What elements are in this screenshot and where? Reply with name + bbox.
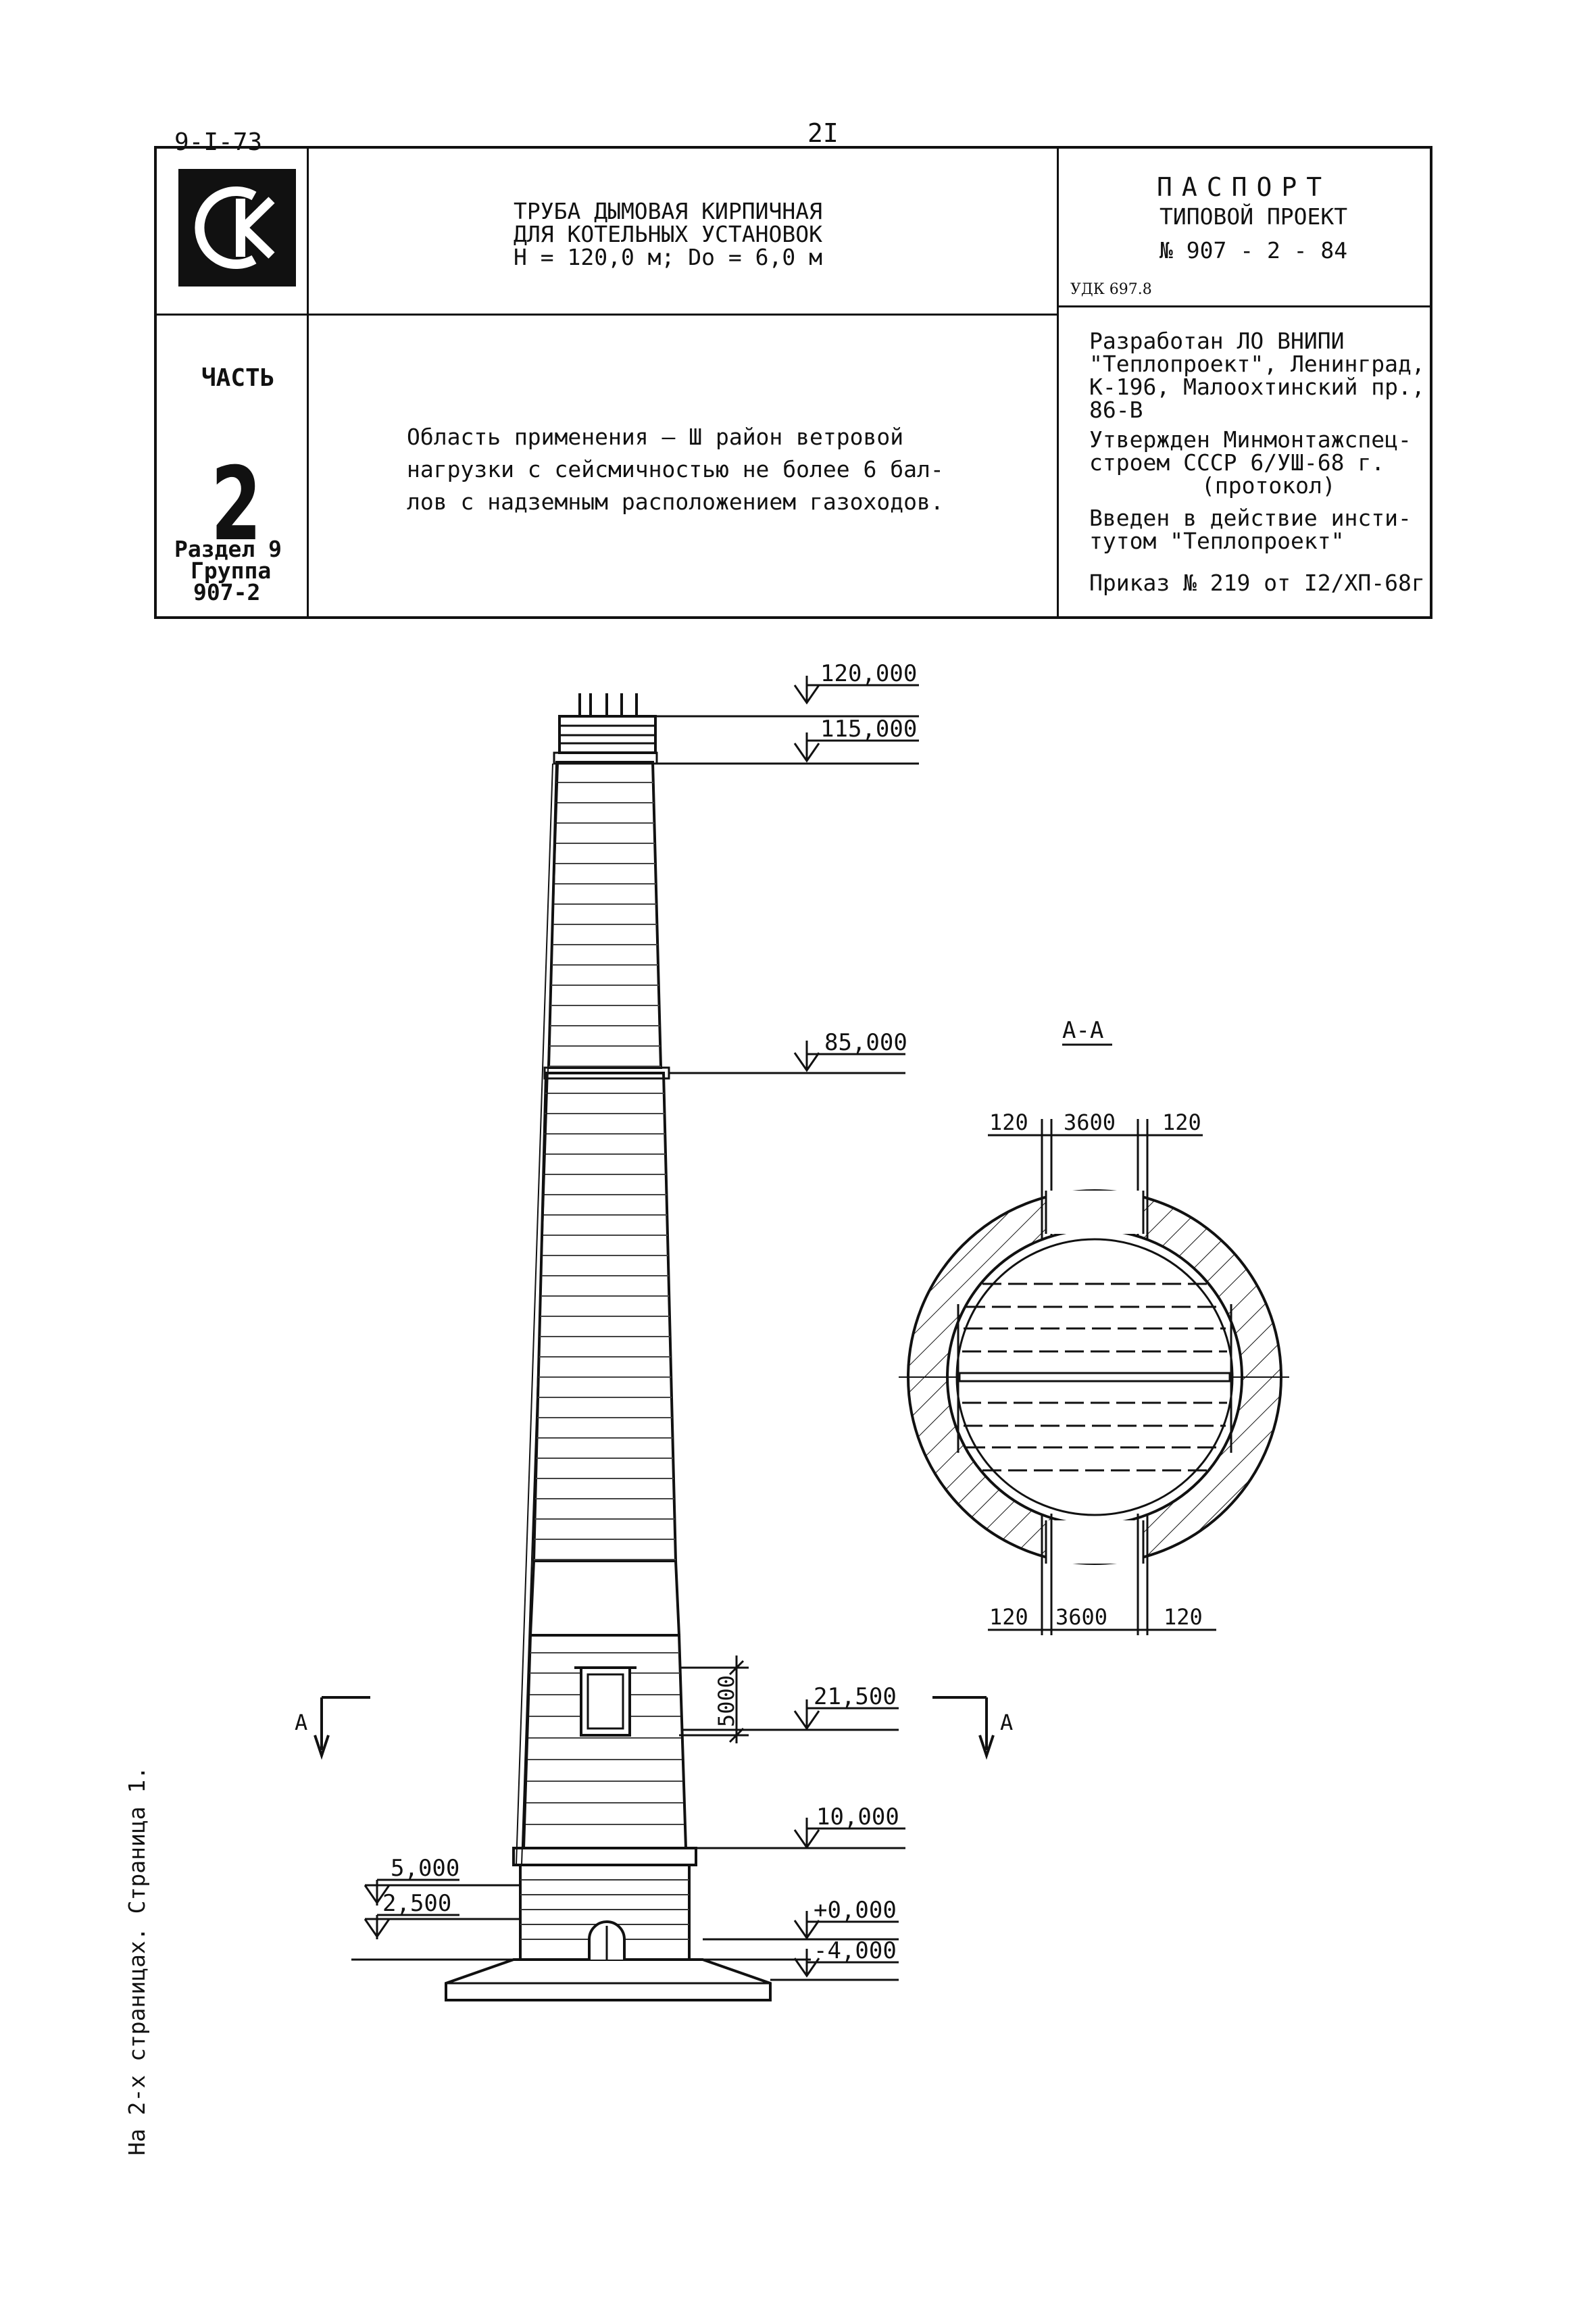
dimension-label: 120	[1162, 1110, 1201, 1135]
part-number: 2	[211, 446, 262, 564]
udk-code: УДК 697.8	[1070, 281, 1152, 298]
approved-text: Утвержден Минмонтажспец-	[1089, 426, 1412, 453]
section-title: А-А	[1062, 1017, 1103, 1044]
application-text: нагрузки с сейсмичностью не более 6 бал-	[407, 456, 944, 482]
project-number: № 907 - 2 - 84	[1159, 237, 1348, 264]
page-number: 2I	[807, 118, 839, 148]
side-note: На 2-х страницах. Страница 1.	[124, 1766, 150, 2156]
elevation-label: 21,500	[814, 1683, 897, 1710]
elevation-label: 10,000	[816, 1803, 899, 1831]
title-line: ДЛЯ КОТЕЛЬНЫХ УСТАНОВОК	[514, 221, 822, 247]
approved-text: строем СССР 6/УШ-68 г.	[1089, 449, 1385, 476]
developed-text: К-196, Малоохтинский пр.,	[1089, 374, 1425, 400]
logo	[178, 169, 296, 287]
developed-text: 86-В	[1089, 397, 1143, 423]
group-number: 907-2	[193, 579, 261, 605]
dimension-label: 3600	[1055, 1604, 1107, 1630]
developed-text: "Теплопроект", Ленинград,	[1089, 351, 1425, 377]
application-text: Область применения – Ш район ветровой	[407, 424, 904, 450]
series-code: 9-I-73	[174, 128, 263, 156]
divider	[1057, 305, 1432, 307]
section-marker-left: А	[295, 1710, 307, 1735]
elevation-label: -4,000	[814, 1937, 897, 1964]
dimension-label: 3600	[1064, 1110, 1116, 1135]
elevation-label: +0,000	[814, 1897, 897, 1924]
introduced-text: тутом "Теплопроект"	[1089, 528, 1345, 554]
section-marker-right: А	[1000, 1710, 1013, 1735]
logo-mark	[178, 169, 296, 287]
elevation-label: 2,500	[382, 1890, 451, 1917]
title-line: Н = 120,0 м; Do = 6,0 м	[514, 244, 822, 270]
passport-label: ПАСПОРТ	[1157, 172, 1332, 202]
dimension-label: 120	[989, 1604, 1028, 1630]
elevation-label: 115,000	[820, 716, 917, 743]
divider	[1057, 149, 1059, 616]
introduced-text: Введен в действие инсти-	[1089, 505, 1412, 531]
project-label: ТИПОВОЙ ПРОЕКТ	[1159, 203, 1348, 230]
order-text: Приказ № 219 от I2/XП-68г	[1089, 570, 1425, 596]
divider	[157, 314, 1057, 316]
title-line: ТРУБА ДЫМОВАЯ КИРПИЧНАЯ	[514, 198, 822, 224]
dimension-label: 5000	[714, 1675, 739, 1727]
dimension-label: 120	[989, 1110, 1028, 1135]
approved-text: (протокол)	[1201, 472, 1336, 499]
application-text: лов с надземным расположением газоходов.	[407, 489, 944, 515]
part-label: ЧАСТЬ	[201, 364, 275, 392]
elevation-label: 85,000	[824, 1029, 907, 1056]
group-label: Группа	[191, 557, 272, 584]
elevation-label: 120,000	[820, 660, 917, 687]
section-label: Раздел 9	[174, 536, 282, 562]
dimension-label: 120	[1164, 1604, 1203, 1630]
developed-text: Разработан ЛО ВНИПИ	[1089, 328, 1345, 354]
title-block: ТРУБА ДЫМОВАЯ КИРПИЧНАЯ ДЛЯ КОТЕЛЬНЫХ УС…	[154, 146, 1432, 619]
divider	[307, 149, 309, 616]
elevation-label: 5,000	[391, 1855, 459, 1882]
